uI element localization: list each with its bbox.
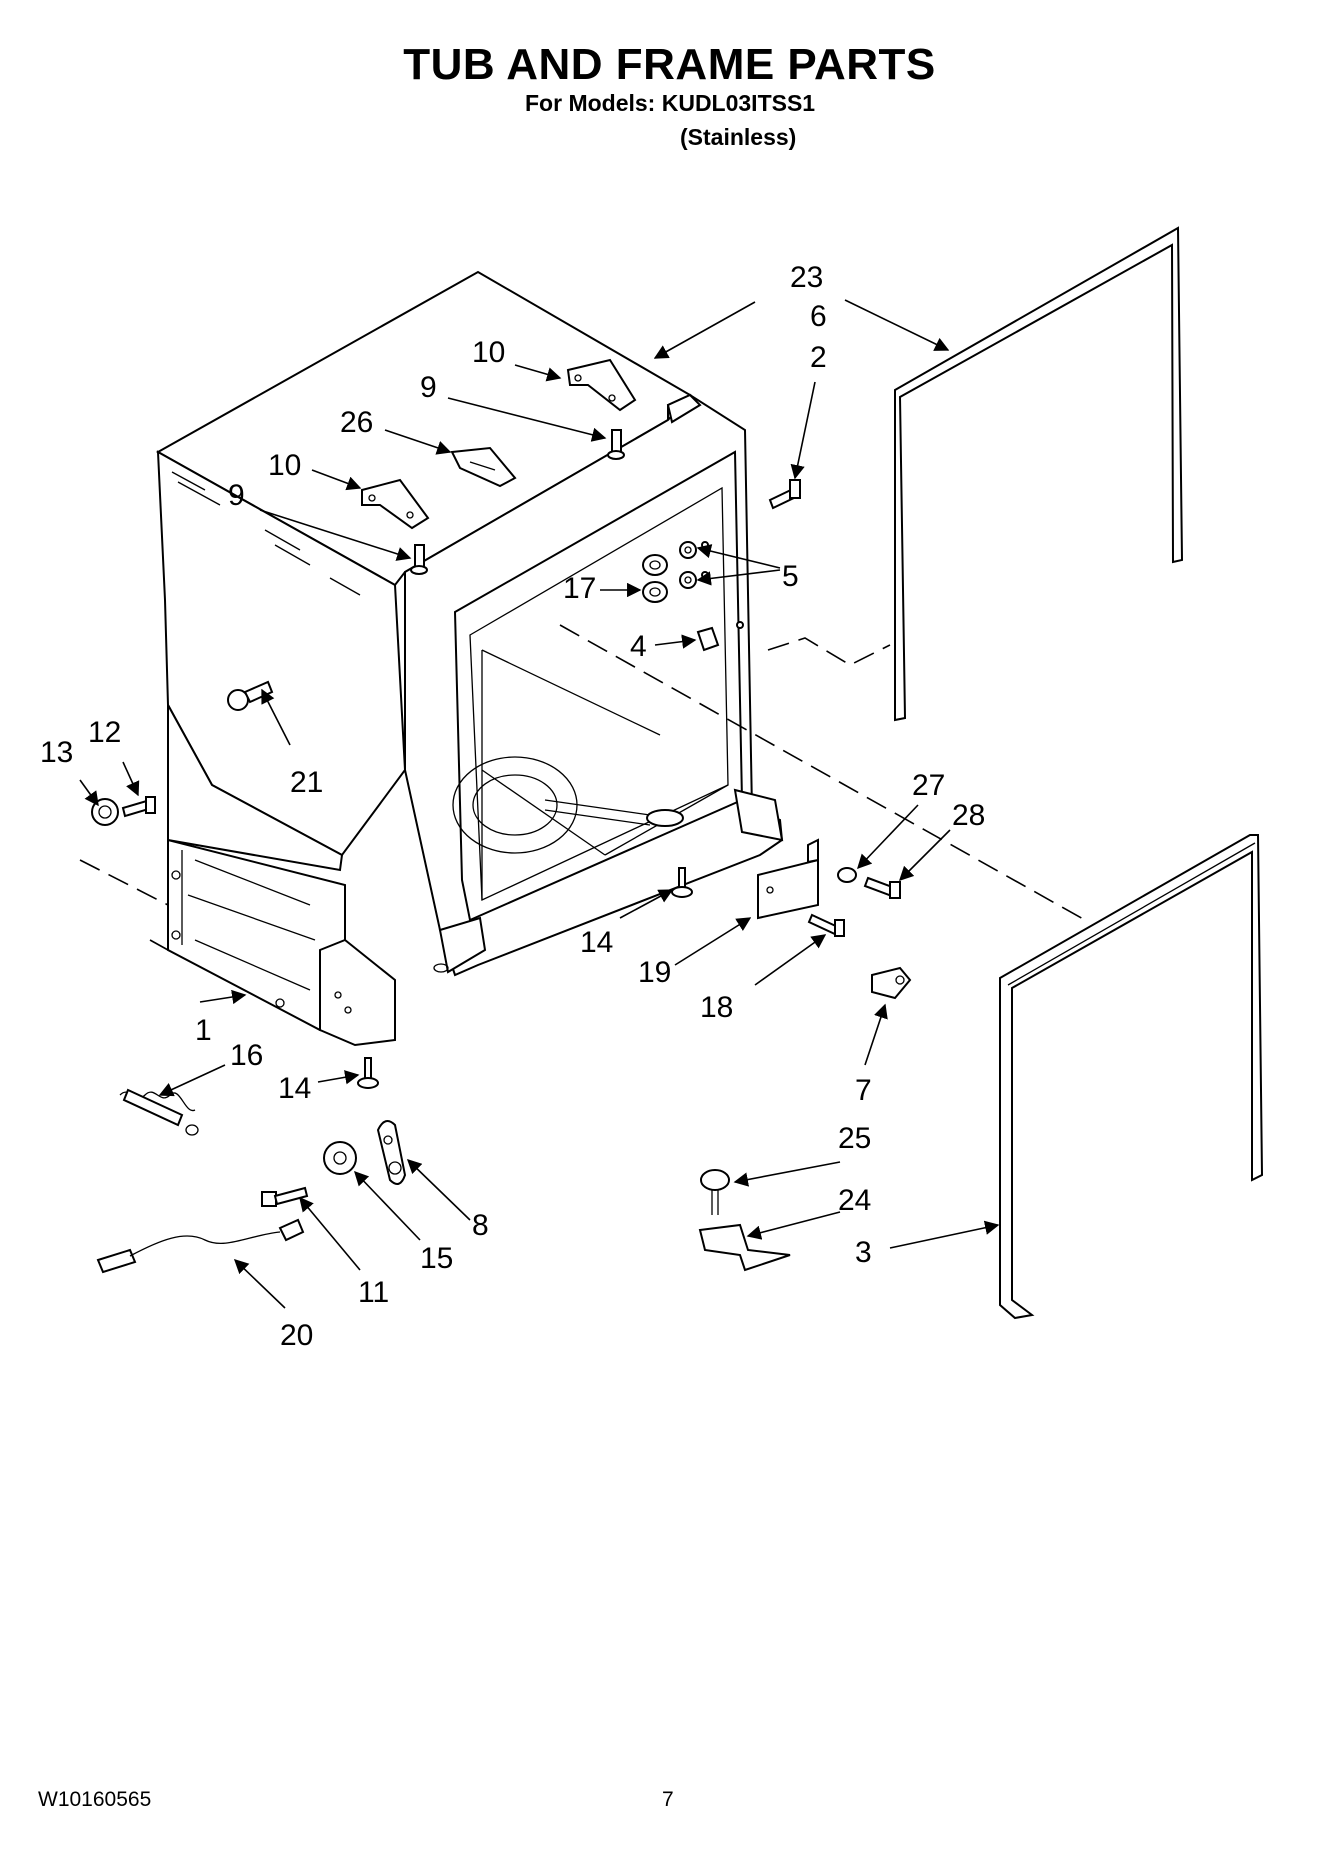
model-line: For Models: KUDL03ITSS1 — [525, 90, 816, 116]
document-number: W10160565 — [38, 1788, 152, 1811]
plate-8-icon — [376, 1120, 407, 1185]
callout-18: 18 — [700, 991, 733, 1024]
bracket-10-upper-icon — [566, 358, 637, 412]
plug-21-icon — [227, 680, 274, 711]
bracket-24-icon — [698, 1223, 791, 1272]
callout-4: 4 — [630, 630, 647, 663]
screw-28-icon — [863, 876, 901, 899]
leg-14-lower-icon — [357, 1057, 379, 1089]
callout-15: 15 — [420, 1242, 453, 1275]
screw-11-icon — [261, 1186, 309, 1207]
clip-27-icon — [837, 867, 857, 883]
page-number: 7 — [662, 1788, 674, 1811]
callout-1: 1 — [195, 1014, 212, 1047]
leader-lines — [79, 299, 1000, 1309]
spring-16-icon — [119, 1088, 199, 1136]
callout-27: 27 — [912, 769, 945, 802]
screw-9-lower-icon — [410, 544, 428, 575]
callout-14-lower: 14 — [278, 1072, 311, 1105]
callout-26: 26 — [340, 406, 373, 439]
assembly-line-left-bottom — [149, 939, 169, 951]
base-frame — [167, 838, 396, 1047]
assembly-line-left-top — [79, 859, 169, 906]
bracket-10-lower-icon — [361, 478, 430, 530]
callout-17: 17 — [563, 572, 596, 605]
callout-19: 19 — [638, 956, 671, 989]
bracket-26-icon — [450, 446, 517, 488]
callout-9-lower: 9 — [228, 479, 245, 512]
assembly-line-seal — [767, 637, 891, 666]
tub — [155, 270, 784, 977]
callout-9-upper: 9 — [420, 371, 437, 404]
callout-25: 25 — [838, 1122, 871, 1155]
callout-24: 24 — [838, 1184, 871, 1217]
callout-5: 5 — [782, 560, 799, 593]
screw-2-icon — [768, 479, 801, 510]
callout-3: 3 — [855, 1236, 872, 1269]
callout-10-upper: 10 — [472, 336, 505, 369]
callout-6: 6 — [810, 300, 827, 333]
screw-18-icon — [807, 913, 845, 937]
assembly-line-right — [559, 624, 1086, 921]
callout-12: 12 — [88, 716, 121, 749]
callout-20: 20 — [280, 1319, 313, 1352]
callout-11: 11 — [358, 1276, 389, 1309]
callout-28: 28 — [952, 799, 985, 832]
roller-17-icon — [642, 554, 668, 603]
callout-labels: 23 6 2 10 9 26 10 9 5 17 4 21 13 12 27 2… — [40, 261, 985, 1352]
callout-7: 7 — [855, 1074, 872, 1107]
callout-2: 2 — [810, 341, 827, 374]
clip-7-icon — [871, 966, 912, 1000]
callout-8: 8 — [472, 1209, 489, 1242]
lower-door-seal — [999, 834, 1264, 1320]
door-gasket-vertical — [894, 226, 1184, 722]
callout-23: 23 — [790, 261, 823, 294]
bracket-19-icon — [757, 838, 819, 920]
plug-4-icon — [696, 621, 744, 652]
callout-13: 13 — [40, 736, 73, 769]
callout-16: 16 — [230, 1039, 263, 1072]
screw-12-icon — [121, 796, 156, 818]
callout-21: 21 — [290, 766, 323, 799]
sensor-25-icon — [700, 1169, 730, 1215]
wire-20-icon — [96, 1218, 305, 1274]
callout-14-upper: 14 — [580, 926, 613, 959]
wheel-15-icon — [323, 1141, 357, 1175]
finish-line: (Stainless) — [680, 124, 797, 150]
screw-9-upper-icon — [607, 429, 625, 460]
lower-door-seal-inner — [1007, 842, 1256, 986]
page-title: TUB AND FRAME PARTS — [403, 40, 936, 89]
callout-10-lower: 10 — [268, 449, 301, 482]
